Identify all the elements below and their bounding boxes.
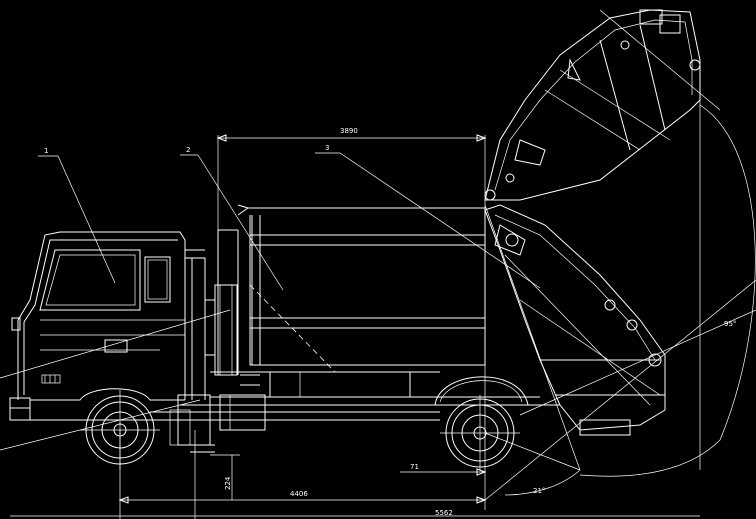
cab-window: [39, 249, 141, 311]
mirror: [11, 317, 21, 331]
door-window: [144, 256, 171, 303]
hinge-top: [639, 9, 663, 25]
cab: [9, 231, 206, 421]
headlight: [104, 339, 128, 353]
angle-label-95: 95°: [724, 320, 736, 328]
grille: [41, 374, 61, 384]
hydraulic-unit: [214, 284, 238, 376]
construction-lines: [0, 9, 756, 519]
chassis: [20, 229, 560, 453]
callout-label-2: 2: [186, 146, 190, 154]
dim-label-4406: 4406: [290, 490, 308, 498]
dim-label-5562: 5562: [435, 509, 453, 517]
fuel-tank: [269, 371, 411, 398]
dim-label-3890: 3890: [340, 127, 358, 135]
tailgate-open: [484, 9, 701, 201]
dim-label-224: 224: [224, 476, 232, 490]
front-bumper: [9, 397, 31, 421]
dimensions: 3890 4406 5562 224 71 95° 21°: [10, 127, 736, 517]
callout-label-1: 1: [44, 147, 48, 155]
callouts: 1 2 3: [38, 144, 541, 291]
angle-label-21: 21°: [533, 487, 545, 495]
body: [237, 204, 486, 373]
callout-label-3: 3: [325, 144, 329, 152]
rear-wheel: [434, 376, 540, 470]
angle-arc-21: [504, 469, 581, 496]
tailgate-closed: [484, 204, 666, 436]
dim-label-71: 71: [410, 463, 419, 471]
angle-arc-95: [579, 104, 756, 477]
